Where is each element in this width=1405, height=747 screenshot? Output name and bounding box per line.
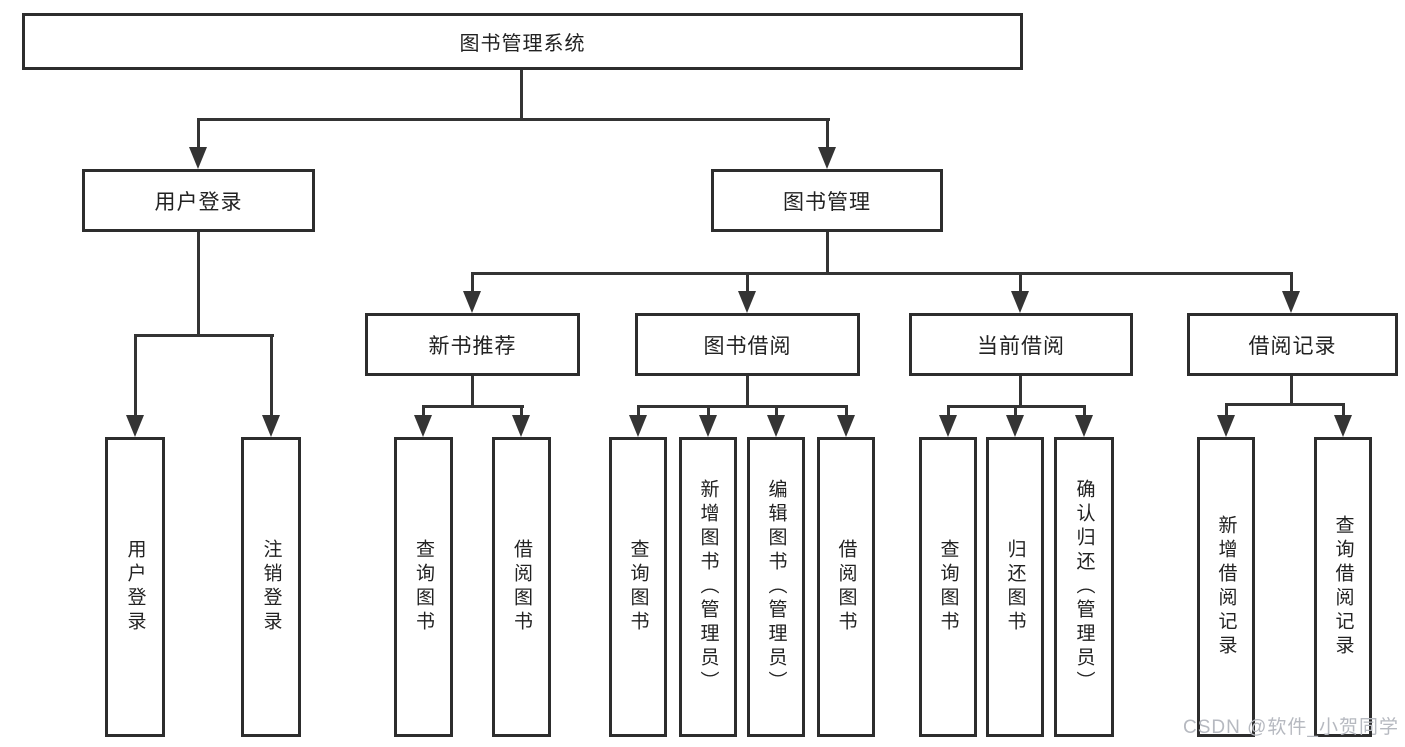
leaf-query-books-recommend-label: 查询图书 <box>413 539 434 635</box>
leaf-edit-books-admin-label: 编辑图书（管理员） <box>765 479 787 695</box>
leaf-logout: 注销登录 <box>241 437 301 737</box>
connector-drop <box>1342 403 1345 417</box>
leaf-return-books-label: 归还图书 <box>1004 539 1026 635</box>
connector-rail <box>471 272 1293 275</box>
leaf-query-books-recommend: 查询图书 <box>394 437 453 737</box>
connector-stem <box>746 376 749 408</box>
connector-stem <box>826 232 829 275</box>
connector-drop <box>1290 272 1293 293</box>
connector-stem <box>1019 376 1022 408</box>
connector-drop <box>422 405 425 417</box>
node-book-borrowing-label: 图书借阅 <box>703 334 792 358</box>
leaf-logout-label: 注销登录 <box>260 539 282 635</box>
connector-drop <box>520 405 523 417</box>
node-borrowing-records: 借阅记录 <box>1187 313 1398 376</box>
connector-drop <box>1225 403 1228 417</box>
leaf-confirm-return-admin-label: 确认归还（管理员） <box>1073 479 1095 695</box>
connector-root-stem <box>520 70 523 121</box>
arrow-down-icon <box>818 147 836 169</box>
leaf-add-books-admin: 新增图书（管理员） <box>679 437 737 737</box>
node-borrowing-records-label: 借阅记录 <box>1248 334 1337 358</box>
leaf-borrow-books-recommend-label: 借阅图书 <box>511 539 532 635</box>
arrow-down-icon <box>837 415 855 437</box>
connector-rail <box>1225 403 1345 406</box>
leaf-edit-books-admin: 编辑图书（管理员） <box>747 437 805 737</box>
leaf-user-login-label: 用户登录 <box>124 539 146 635</box>
node-user-login: 用户登录 <box>82 169 315 232</box>
node-new-book-recommend-label: 新书推荐 <box>428 334 517 358</box>
node-book-borrowing: 图书借阅 <box>635 313 860 376</box>
arrow-down-icon <box>939 415 957 437</box>
arrow-down-icon <box>414 415 432 437</box>
node-current-borrowing: 当前借阅 <box>909 313 1133 376</box>
arrow-down-icon <box>189 147 207 169</box>
leaf-query-books-current-label: 查询图书 <box>937 539 959 635</box>
leaf-query-borrow-record-label: 查询借阅记录 <box>1332 515 1354 659</box>
arrow-down-icon <box>262 415 280 437</box>
connector-rail <box>422 405 524 408</box>
connector-drop <box>746 272 749 293</box>
connector-drop <box>1019 272 1022 293</box>
arrow-down-icon <box>1006 415 1024 437</box>
connector-stem <box>197 232 200 337</box>
leaf-borrow-books-label: 借阅图书 <box>835 539 857 635</box>
arrow-down-icon <box>1334 415 1352 437</box>
connector-drop <box>1083 405 1086 417</box>
connector-drop <box>775 405 778 417</box>
node-root: 图书管理系统 <box>22 13 1023 70</box>
arrow-down-icon <box>738 291 756 313</box>
leaf-add-borrow-record: 新增借阅记录 <box>1197 437 1255 737</box>
arrow-down-icon <box>463 291 481 313</box>
leaf-query-books-borrowing-label: 查询图书 <box>627 539 649 635</box>
connector-drop <box>270 334 273 417</box>
arrow-down-icon <box>126 415 144 437</box>
arrow-down-icon <box>629 415 647 437</box>
connector-stem <box>1290 376 1293 406</box>
connector-drop <box>947 405 950 417</box>
arrow-down-icon <box>1075 415 1093 437</box>
connector-drop <box>197 118 200 149</box>
watermark: CSDN @软件_小贺同学 <box>1183 717 1399 738</box>
leaf-query-borrow-record: 查询借阅记录 <box>1314 437 1372 737</box>
node-book-management: 图书管理 <box>711 169 943 232</box>
leaf-return-books: 归还图书 <box>986 437 1044 737</box>
arrow-down-icon <box>767 415 785 437</box>
connector-drop <box>826 118 829 149</box>
connector-rail <box>134 334 274 337</box>
leaf-borrow-books: 借阅图书 <box>817 437 875 737</box>
leaf-confirm-return-admin: 确认归还（管理员） <box>1054 437 1114 737</box>
connector-drop <box>845 405 848 417</box>
node-new-book-recommend: 新书推荐 <box>365 313 580 376</box>
connector-drop <box>134 334 137 417</box>
node-current-borrowing-label: 当前借阅 <box>977 334 1065 358</box>
connector-drop <box>1014 405 1017 417</box>
connector-drop <box>637 405 640 417</box>
leaf-user-login: 用户登录 <box>105 437 165 737</box>
leaf-borrow-books-recommend: 借阅图书 <box>492 437 551 737</box>
leaf-query-books-current: 查询图书 <box>919 437 977 737</box>
leaf-query-books-borrowing: 查询图书 <box>609 437 667 737</box>
arrow-down-icon <box>512 415 530 437</box>
connector-rail <box>637 405 848 408</box>
connector-drop <box>707 405 710 417</box>
node-book-management-label: 图书管理 <box>783 190 871 214</box>
arrow-down-icon <box>1217 415 1235 437</box>
leaf-add-books-admin-label: 新增图书（管理员） <box>697 479 719 695</box>
arrow-down-icon <box>699 415 717 437</box>
node-root-label: 图书管理系统 <box>459 33 586 55</box>
connector-stem <box>471 376 474 408</box>
connector-root-rail <box>197 118 830 121</box>
node-user-login-label: 用户登录 <box>154 190 243 214</box>
connector-drop <box>471 272 474 293</box>
leaf-add-borrow-record-label: 新增借阅记录 <box>1215 515 1237 659</box>
arrow-down-icon <box>1282 291 1300 313</box>
arrow-down-icon <box>1011 291 1029 313</box>
